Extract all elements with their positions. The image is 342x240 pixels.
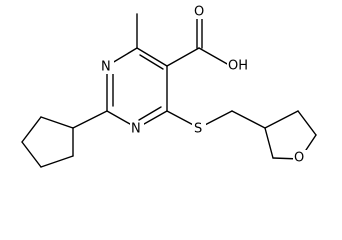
sulfur-label: S <box>194 122 202 137</box>
bond-carboxyl-oh <box>198 47 230 66</box>
bond-cp-1 <box>40 116 74 129</box>
nitrogen-3-label: N <box>101 60 111 75</box>
bond-c6-n1-inner <box>138 106 162 121</box>
carboxylic-acid-group <box>166 11 230 67</box>
hydroxyl-label: OH <box>228 59 248 74</box>
bond-cp-2 <box>21 116 42 143</box>
tetrahydrofuran-ring <box>264 110 317 160</box>
bond-thf-1 <box>264 110 299 129</box>
chemical-structure-diagram: N N S O O OH <box>21 4 317 168</box>
bond-cp-4 <box>40 155 74 168</box>
bond-c5-c4-inner <box>139 54 164 70</box>
atom-label-masks <box>100 4 307 165</box>
pyrimidine-ring <box>106 47 168 129</box>
nitrogen-1-label: N <box>131 122 141 137</box>
ring-oxygen-label: O <box>294 151 304 166</box>
bond-thf-5 <box>264 127 274 159</box>
carbonyl-oxygen-label: O <box>194 5 204 20</box>
bond-ch2-thf <box>231 110 266 129</box>
bond-c2-cyclopentyl <box>72 110 108 129</box>
thioether-chain <box>166 110 266 129</box>
bond-thf-2 <box>297 110 317 136</box>
cyclopentyl-ring <box>21 110 108 168</box>
bond-c5-carboxyl <box>166 47 200 67</box>
bond-c4-c5 <box>136 47 168 67</box>
bond-cp-3 <box>21 141 42 168</box>
